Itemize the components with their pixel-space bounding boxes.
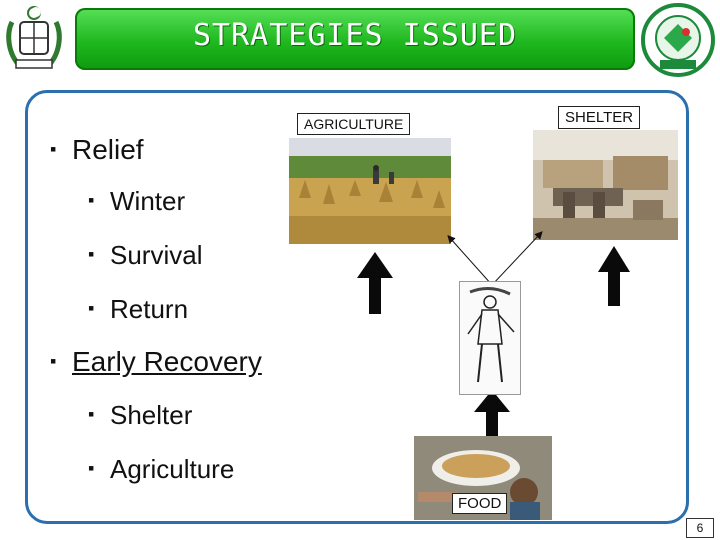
agriculture-label: AGRICULTURE: [297, 113, 411, 135]
bullet-return: ▪Return: [88, 294, 189, 324]
page-number: 6: [686, 518, 714, 538]
arrow-up-icon: [598, 246, 630, 306]
arrow-up-icon: [474, 390, 510, 438]
bullet-icon: ▪: [88, 298, 95, 318]
bullet-shelter: ▪Shelter: [88, 400, 193, 430]
bullet-icon: ▪: [50, 139, 57, 159]
shelter-label: SHELTER: [558, 106, 641, 129]
connector-lines: [447, 231, 543, 286]
title-banner: [75, 8, 635, 70]
bullet-survival: ▪Survival: [88, 240, 203, 270]
bullet-icon: ▪: [88, 244, 95, 264]
food-photo: [414, 436, 552, 520]
page-title: STRATEGIES ISSUED: [192, 18, 518, 53]
agriculture-photo: [289, 138, 451, 244]
state-emblem-icon: [6, 6, 62, 69]
arrow-up-icon: [357, 252, 393, 314]
bullet-icon: ▪: [88, 190, 95, 210]
shelter-photo: [533, 130, 678, 240]
bullet-icon: ▪: [88, 404, 95, 424]
bullet-winter: ▪Winter: [88, 186, 186, 216]
bullet-icon: ▪: [88, 458, 95, 478]
bullet-icon: ▪: [50, 351, 57, 371]
bullet-agriculture: ▪Agriculture: [88, 454, 235, 484]
food-label: FOOD: [452, 493, 508, 514]
bullet-early-recovery: ▪Early Recovery: [50, 346, 262, 377]
ndma-logo-icon: [641, 3, 715, 77]
worker-sketch: [459, 281, 521, 395]
bullet-relief: ▪Relief: [50, 134, 144, 165]
